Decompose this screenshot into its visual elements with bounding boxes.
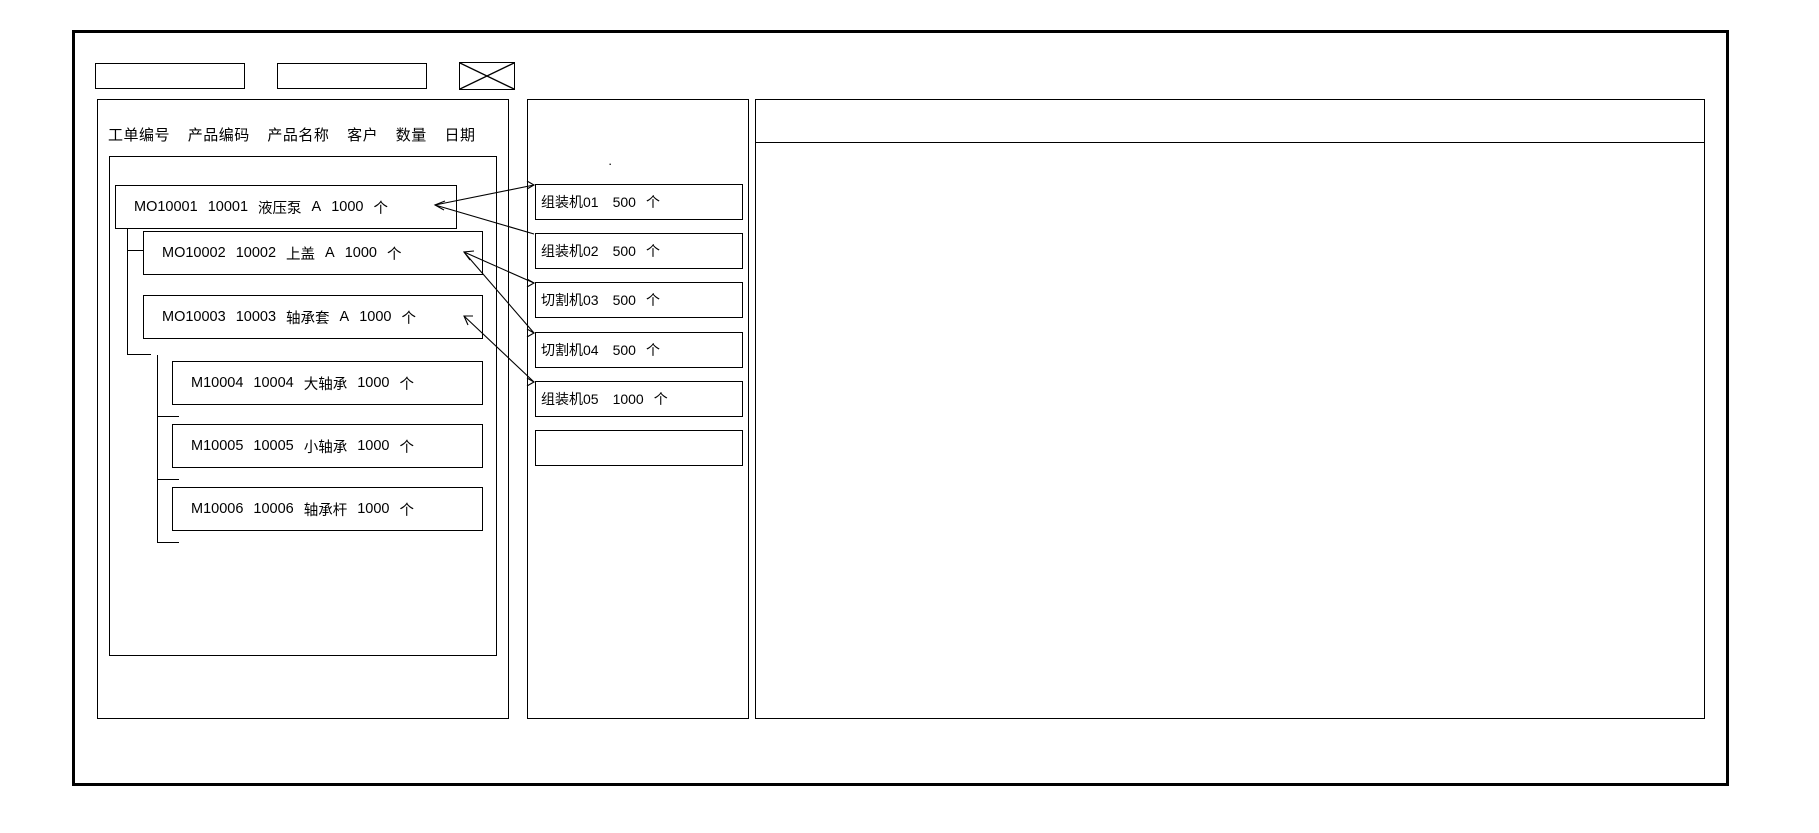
row-product-name: 上盖 bbox=[286, 246, 316, 263]
row-product-code: 10003 bbox=[235, 309, 277, 325]
tree-connector-stem-sub bbox=[157, 355, 158, 543]
row-quantity: 1000 bbox=[357, 375, 390, 391]
row-quantity: 1000 bbox=[357, 438, 390, 454]
mid-panel-marker: · bbox=[608, 156, 613, 171]
tree-connector-elbow-3 bbox=[157, 355, 179, 417]
row-unit: 个 bbox=[373, 200, 388, 217]
row-product-name: 大轴承 bbox=[303, 376, 348, 393]
application-window: 工单编号 产品编码 产品名称 客户 数量 日期 MO10001 10001 液压… bbox=[72, 30, 1729, 786]
row-unit: 个 bbox=[401, 310, 416, 327]
machine-unit: 个 bbox=[645, 342, 660, 358]
row-product-code: 10001 bbox=[207, 199, 249, 215]
tree-connector-elbow-1 bbox=[127, 207, 151, 251]
row-quantity: 1000 bbox=[344, 245, 377, 261]
machine-name: 组装机01 bbox=[541, 194, 599, 210]
row-unit: 个 bbox=[399, 502, 415, 519]
tree-column-headers: 工单编号 产品编码 产品名称 客户 数量 日期 bbox=[108, 124, 475, 145]
machine-quantity: 500 bbox=[612, 194, 636, 210]
machine-unit: 个 bbox=[653, 391, 668, 407]
tree-row[interactable]: M10004 10004 大轴承 1000 个 bbox=[172, 361, 483, 405]
machine-unit: 个 bbox=[645, 292, 660, 308]
detail-panel bbox=[755, 99, 1705, 719]
column-header-customer: 客户 bbox=[347, 127, 379, 144]
toolbar-input-one[interactable] bbox=[95, 63, 245, 89]
row-order-no: MO10001 bbox=[134, 199, 198, 215]
detail-panel-divider bbox=[756, 142, 1704, 143]
row-product-code: 10005 bbox=[253, 438, 294, 454]
tree-row[interactable]: MO10001 10001 液压泵 A 1000 个 bbox=[115, 185, 457, 229]
machine-name: 组装机02 bbox=[541, 243, 599, 259]
row-unit: 个 bbox=[386, 246, 402, 263]
row-quantity: 1000 bbox=[357, 501, 390, 517]
work-order-tree-panel: 工单编号 产品编码 产品名称 客户 数量 日期 MO10001 10001 液压… bbox=[97, 99, 509, 719]
row-product-name: 液压泵 bbox=[258, 200, 302, 217]
row-order-no: M10004 bbox=[191, 375, 244, 391]
tree-row[interactable]: MO10002 10002 上盖 A 1000 个 bbox=[143, 231, 483, 275]
machine-name: 组装机05 bbox=[541, 391, 599, 407]
row-order-no: M10006 bbox=[191, 501, 244, 517]
row-quantity: 1000 bbox=[359, 309, 392, 325]
tree-connector-elbow-5 bbox=[157, 355, 179, 543]
tree-row[interactable]: MO10003 10003 轴承套 A 1000 个 bbox=[143, 295, 483, 339]
machine-card-empty[interactable] bbox=[535, 430, 743, 466]
row-product-name: 轴承杆 bbox=[303, 502, 348, 519]
column-header-order-no: 工单编号 bbox=[108, 127, 171, 144]
row-product-code: 10006 bbox=[253, 501, 294, 517]
column-header-date: 日期 bbox=[444, 127, 476, 144]
row-quantity: 1000 bbox=[331, 199, 364, 215]
row-product-code: 10004 bbox=[253, 375, 294, 391]
toolbar bbox=[95, 61, 515, 91]
row-order-no: M10005 bbox=[191, 438, 244, 454]
toolbar-input-two[interactable] bbox=[277, 63, 427, 89]
machine-card[interactable]: 切割机04 500 个 bbox=[535, 332, 743, 368]
machine-name: 切割机03 bbox=[541, 292, 599, 308]
row-product-name: 小轴承 bbox=[303, 439, 348, 456]
machine-quantity: 1000 bbox=[612, 391, 644, 407]
tree-connector-elbow-2 bbox=[127, 207, 151, 355]
machine-card[interactable]: 组装机01 500 个 bbox=[535, 184, 743, 220]
row-product-code: 10002 bbox=[235, 245, 277, 261]
machine-quantity: 500 bbox=[612, 292, 636, 308]
row-unit: 个 bbox=[399, 439, 415, 456]
tree-row[interactable]: M10006 10006 轴承杆 1000 个 bbox=[172, 487, 483, 531]
machine-quantity: 500 bbox=[612, 243, 636, 259]
tree-connector-elbow-4 bbox=[157, 355, 179, 480]
machine-unit: 个 bbox=[645, 194, 660, 210]
row-customer: A bbox=[311, 199, 322, 215]
tree-connector-stem-root bbox=[127, 207, 128, 355]
row-unit: 个 bbox=[399, 376, 415, 393]
image-placeholder-icon[interactable] bbox=[459, 62, 515, 90]
machine-unit: 个 bbox=[645, 243, 660, 259]
tree-row[interactable]: M10005 10005 小轴承 1000 个 bbox=[172, 424, 483, 468]
row-order-no: MO10002 bbox=[162, 245, 226, 261]
column-header-quantity: 数量 bbox=[395, 127, 427, 144]
column-header-product-name: 产品名称 bbox=[267, 127, 330, 144]
row-customer: A bbox=[325, 245, 335, 261]
machine-name: 切割机04 bbox=[541, 342, 599, 358]
column-header-product-code: 产品编码 bbox=[187, 127, 250, 144]
row-product-name: 轴承套 bbox=[286, 310, 330, 327]
row-order-no: MO10003 bbox=[162, 309, 226, 325]
machine-card[interactable]: 切割机03 500 个 bbox=[535, 282, 743, 318]
machine-quantity: 500 bbox=[612, 342, 636, 358]
tree-body: MO10001 10001 液压泵 A 1000 个 MO10002 10002… bbox=[109, 156, 497, 656]
row-customer: A bbox=[339, 309, 350, 325]
machine-card[interactable]: 组装机02 500 个 bbox=[535, 233, 743, 269]
machine-assignment-panel: · 组装机01 500 个 组装机02 500 个 切割机03 500 个 切割… bbox=[527, 99, 749, 719]
machine-card[interactable]: 组装机05 1000 个 bbox=[535, 381, 743, 417]
